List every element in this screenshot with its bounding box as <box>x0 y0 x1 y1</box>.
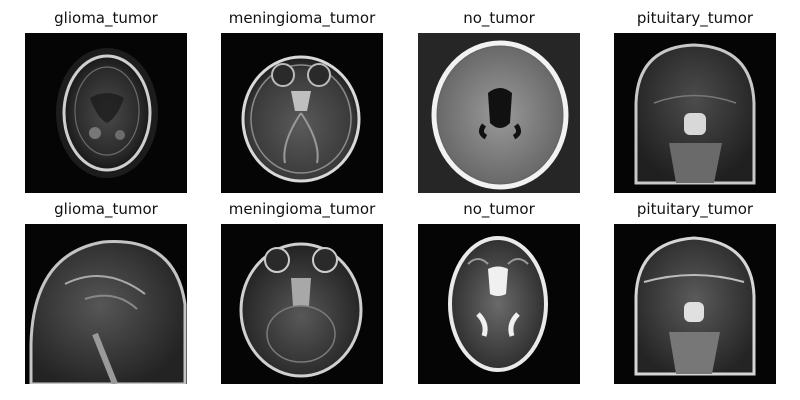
panel-title: glioma_tumor <box>54 9 158 27</box>
panel-title: meningioma_tumor <box>228 9 376 27</box>
mri-scan-image <box>221 33 383 193</box>
mri-scan-image <box>614 224 776 384</box>
mri-scan-image <box>614 33 776 193</box>
mri-scan-image <box>418 224 580 384</box>
panel-title: no_tumor <box>463 9 535 27</box>
mri-scan-image <box>221 224 383 384</box>
panel-title: meningioma_tumor <box>228 200 376 218</box>
mri-scan-image <box>25 33 187 193</box>
mri-scan-image <box>418 33 580 193</box>
panel-title: pituitary_tumor <box>636 200 754 218</box>
panel-title: no_tumor <box>463 200 535 218</box>
panel-title: pituitary_tumor <box>636 9 754 27</box>
mri-scan-image <box>25 224 187 384</box>
panel-title: glioma_tumor <box>54 200 158 218</box>
